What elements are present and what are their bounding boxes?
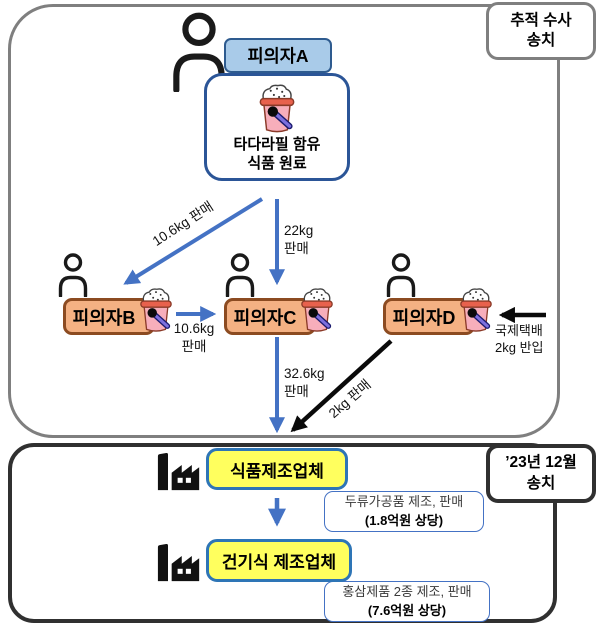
- ingredient-bucket-icon: [254, 83, 300, 135]
- material-box: 타다라필 함유 식품 원료: [204, 73, 350, 181]
- health-food-manufacturer-note: 홍삼제품 2종 제조, 판매 (7.6억원 상당): [324, 581, 490, 622]
- ingredient-bucket-icon: [300, 286, 334, 335]
- suspect-c-label: 피의자C: [224, 298, 316, 335]
- material-text-line2: 식품 원료: [247, 155, 307, 173]
- ingredient-bucket-icon: [459, 286, 493, 335]
- person-icon: [225, 253, 255, 297]
- flow-label-b-to-c: 10.6kg 판매: [173, 321, 215, 354]
- suspect-b-label: 피의자B: [63, 298, 155, 335]
- suspect-a-label: 피의자A: [224, 38, 332, 73]
- december-dispatch-badge: ’23년 12월 송치: [486, 444, 596, 503]
- person-icon: [386, 253, 416, 297]
- food-manufacturer-note: 두류가공품 제조, 판매 (1.8억원 상당): [324, 491, 484, 532]
- badge-line: 추적 수사: [510, 11, 572, 29]
- flow-label-a-to-c: 22kg 판매: [284, 223, 314, 256]
- factory-icon: [157, 544, 200, 582]
- tracking-investigation-badge: 추적 수사 송치: [486, 2, 596, 60]
- badge-line: 송치: [526, 474, 556, 492]
- food-manufacturer-label: 식품제조업체: [206, 448, 348, 490]
- badge-line: 송치: [526, 32, 556, 49]
- person-icon: [58, 253, 88, 297]
- badge-line: ’23년 12월: [505, 454, 577, 472]
- flow-label-import-to-d: 국제택배 2kg 반입: [495, 323, 544, 355]
- health-food-manufacturer-label: 건기식 제조업체: [206, 539, 352, 582]
- ingredient-bucket-icon: [139, 286, 173, 335]
- suspect-d-label: 피의자D: [383, 298, 475, 335]
- flow-label-c-to-plant: 32.6kg 판매: [284, 366, 325, 399]
- factory-icon: [157, 453, 200, 491]
- material-text-line1: 타다라필 함유: [233, 136, 321, 153]
